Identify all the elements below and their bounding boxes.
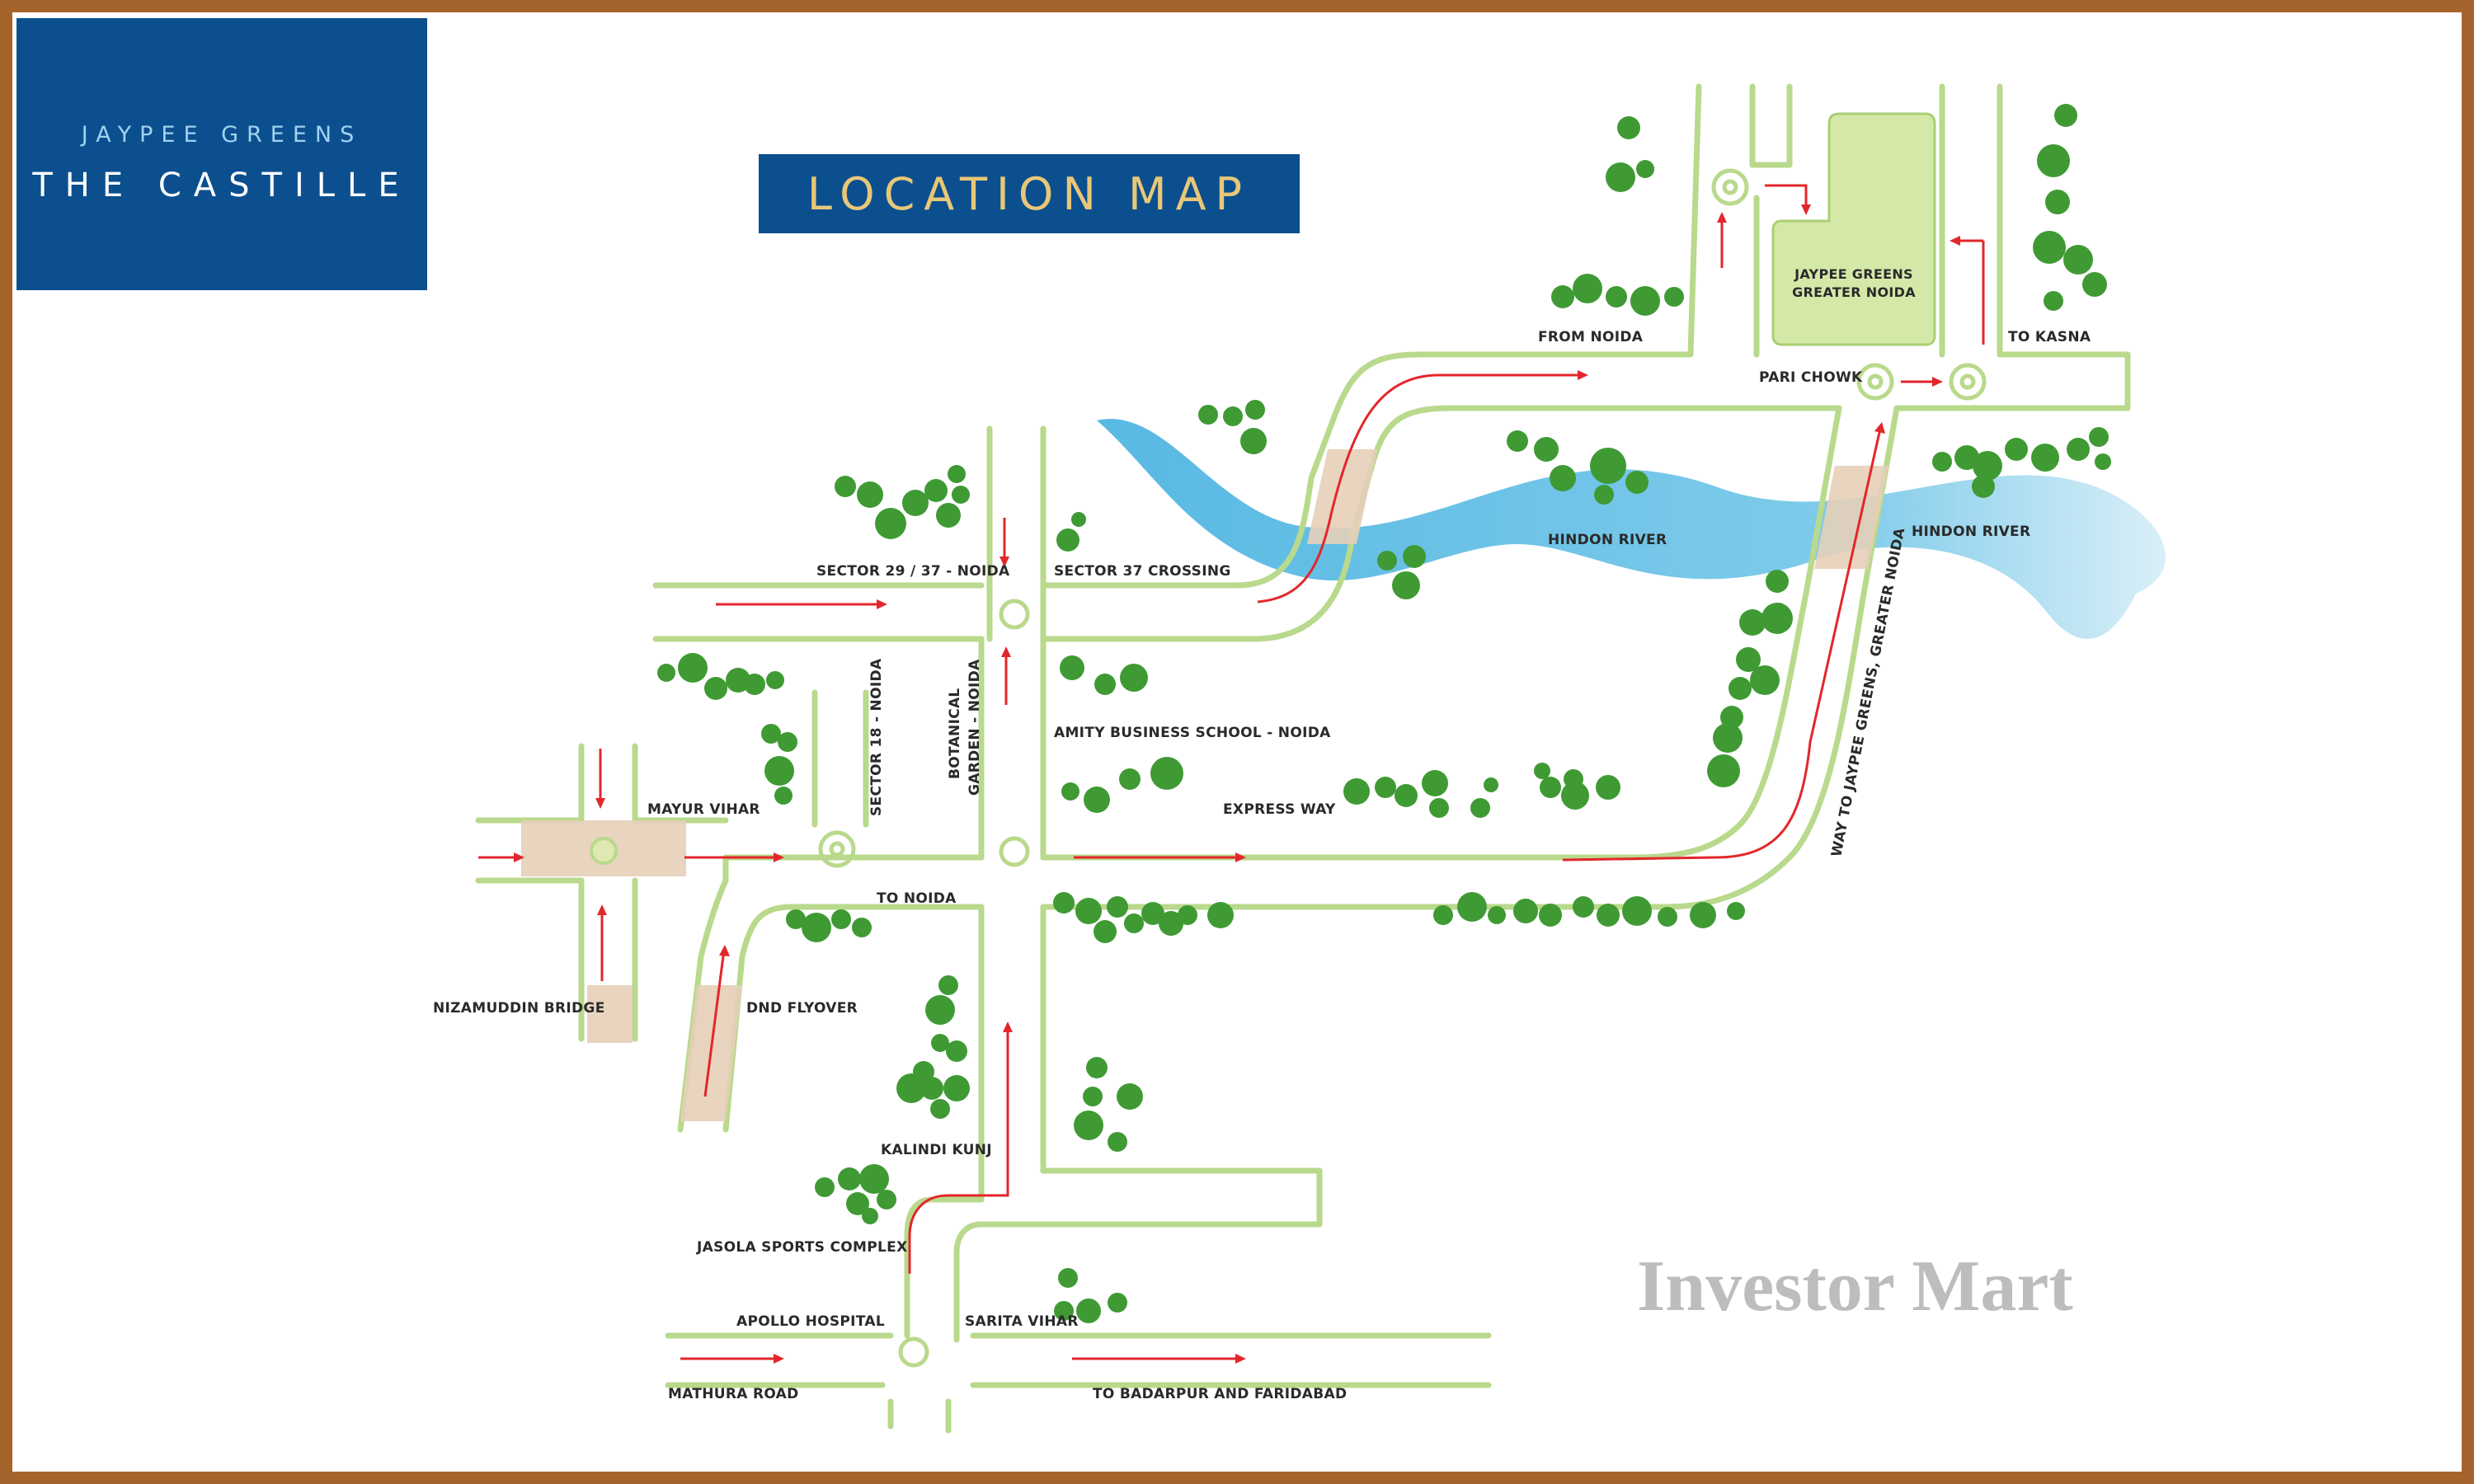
- label-hindon-river-2: HINDON RIVER: [1912, 524, 2030, 540]
- label-sarita-vihar: SARITA VIHAR: [965, 1313, 1079, 1330]
- roundabouts: [818, 168, 1987, 1368]
- arrowheads: [514, 204, 1960, 1364]
- project-name: THE CASTILLE: [32, 167, 412, 204]
- label-apollo-hospital: APOLLO HOSPITAL: [736, 1313, 885, 1330]
- label-to-noida: TO NOIDA: [877, 890, 957, 907]
- label-hindon-river-1: HINDON RIVER: [1548, 532, 1667, 548]
- label-botanical-garden: GARDEN - NOIDA: [967, 659, 983, 796]
- direction-arrows: [478, 184, 1985, 1360]
- label-sector-37-crossing: SECTOR 37 CROSSING: [1054, 563, 1231, 580]
- label-greater-noida: GREATER NOIDA: [1792, 284, 1916, 300]
- watermark: Investor Mart: [1637, 1247, 2073, 1327]
- label-pari-chowk: PARI CHOWK: [1759, 369, 1863, 386]
- label-to-kasna: TO KASNA: [2008, 329, 2091, 345]
- mayur-vihar-roundabout: [590, 837, 618, 865]
- hindon-river: [1097, 419, 2166, 639]
- label-sector-18: SECTOR 18 - NOIDA: [868, 658, 885, 816]
- trees: [657, 104, 2111, 1323]
- label-jaypee-greens: JAYPEE GREENS: [1794, 266, 1913, 282]
- label-mathura-road: MATHURA ROAD: [668, 1386, 799, 1402]
- road-network: [475, 83, 2131, 1434]
- label-nizamuddin-bridge: NIZAMUDDIN BRIDGE: [433, 1000, 605, 1017]
- jaypee-greens-block: [1771, 112, 1936, 346]
- label-from-noida: FROM NOIDA: [1538, 329, 1644, 345]
- label-mayur-vihar: MAYUR VIHAR: [647, 801, 760, 818]
- label-dnd-flyover: DND FLYOVER: [746, 1000, 858, 1017]
- brand-name: JAYPEE GREENS: [81, 122, 363, 148]
- brand-logo-box: JAYPEE GREENS THE CASTILLE: [16, 18, 427, 290]
- page-title: LOCATION MAP: [807, 167, 1252, 220]
- label-express-way: EXPRESS WAY: [1223, 801, 1336, 818]
- label-jasola-sports-complex: JASOLA SPORTS COMPLEX: [696, 1239, 907, 1256]
- label-botanical: BOTANICAL: [947, 688, 963, 779]
- title-banner: LOCATION MAP: [759, 154, 1300, 233]
- label-sector-29-37: SECTOR 29 / 37 - NOIDA: [816, 563, 1010, 580]
- label-amity-business-school: AMITY BUSINESS SCHOOL - NOIDA: [1054, 725, 1331, 741]
- label-to-badarpur-faridabad: TO BADARPUR AND FARIDABAD: [1093, 1386, 1347, 1402]
- label-kalindi-kunj: KALINDI KUNJ: [881, 1142, 992, 1158]
